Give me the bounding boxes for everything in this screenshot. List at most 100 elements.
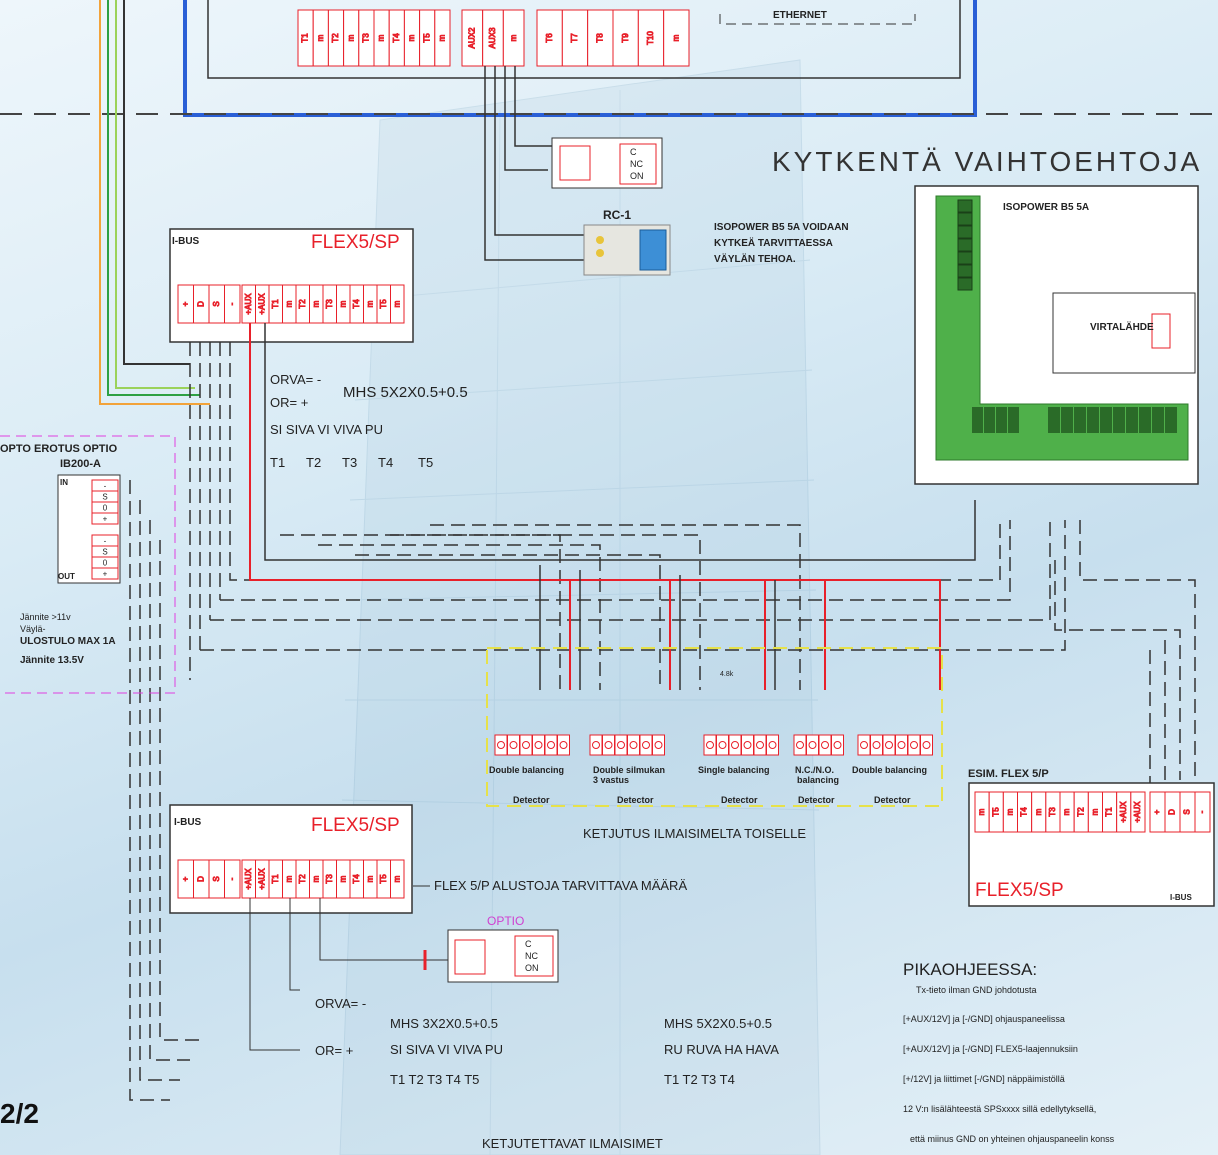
flex-top-term-label: +AUX <box>257 293 266 315</box>
flex-top-term-label: m <box>365 300 374 307</box>
detector-screw <box>592 741 600 749</box>
esim-term-label: T2 <box>1076 807 1085 817</box>
top-term-left-label: T3 <box>362 33 371 43</box>
cable-top-tag-2: T2 <box>306 455 322 470</box>
opto-frame <box>0 435 176 694</box>
resistor-label: 4.8k <box>720 671 734 678</box>
relay-term-label: ON <box>630 171 644 181</box>
cable-top-or: OR= + <box>270 395 309 410</box>
flex-top-term-label: T4 <box>352 299 361 309</box>
cable-bottom-spec2: MHS 5X2X0.5+0.5 <box>664 1016 773 1031</box>
flex-bottom-term-label: +AUX <box>257 868 266 890</box>
detector-screw <box>885 741 893 749</box>
red-power-wire <box>249 323 941 690</box>
flex-bottom-bus-label: - <box>227 877 236 880</box>
flex-top-bus-label: I-BUS <box>172 236 200 247</box>
black-signal-wires <box>264 323 976 690</box>
iso-term-bottom-right <box>1139 407 1151 433</box>
esim-bus-label: + <box>1153 809 1162 814</box>
flex-top-term-label: m <box>284 300 293 307</box>
top-term-left-label: m <box>438 34 447 41</box>
pikaohje-line-1: Tx-tieto ilman GND johdotusta <box>916 985 1037 995</box>
esim-term-cell <box>1130 791 1146 833</box>
top-term-right-cell <box>536 9 563 67</box>
relay-term-label: ON <box>525 963 539 973</box>
opto-note-4: Jännite 13.5V <box>20 655 84 666</box>
detector-screw <box>872 741 881 749</box>
cable-bottom-colors1: SI SIVA VI VIVA PU <box>390 1042 503 1057</box>
detector-screw <box>821 741 829 749</box>
det-1-label: Double balancing <box>489 765 565 775</box>
esim-bus-label: I-BUS <box>1170 893 1192 902</box>
isopower-title: ISOPOWER B5 5A <box>1003 202 1090 213</box>
iso-term-left <box>957 199 973 213</box>
esim-term-label: T3 <box>1048 807 1057 817</box>
pikaohje-title: PIKAOHJEESSA: <box>903 960 1038 979</box>
detector-terminal <box>895 734 908 756</box>
flex-bottom-bus-label: I-BUS <box>174 817 202 828</box>
flex-bottom-term-label: m <box>311 875 320 882</box>
ethernet-label: ETHERNET <box>773 10 827 21</box>
detector-screw <box>922 741 931 749</box>
top-term-left-label: m <box>316 34 325 41</box>
page-number: 2/2 <box>0 1098 39 1129</box>
flex-bottom-term-label: m <box>284 875 293 882</box>
flex-top-name: FLEX5/SP <box>308 232 403 254</box>
flex-top-term-label: +AUX <box>244 293 253 315</box>
detector-terminal <box>818 734 832 756</box>
section-title: KYTKENTÄ VAIHTOEHTOJA <box>772 146 1203 177</box>
detector-screw <box>808 741 817 749</box>
top-term-aux-label: AUX3 <box>488 27 497 48</box>
esim-term-label: m <box>1034 808 1043 815</box>
top-term-right-cell <box>637 9 665 67</box>
detector-screw <box>654 741 663 749</box>
esim-term-label: T5 <box>991 807 1000 817</box>
detector-terminal <box>831 734 844 756</box>
flex-top-term-label: m <box>311 300 320 307</box>
opto-in: IN <box>60 478 68 487</box>
detector-terminal <box>793 734 807 756</box>
flex-top-term-label: T3 <box>325 299 334 309</box>
detector-terminal <box>519 734 533 756</box>
relay-bottom-title: OPTIO <box>487 914 525 928</box>
iso-term-bottom-right <box>1165 407 1177 433</box>
flex-top-bus-label: S <box>212 301 221 306</box>
flex-bottom-term-label: T3 <box>325 874 334 884</box>
esim-name: FLEX5/SP <box>972 880 1067 902</box>
bus-wires <box>99 0 210 405</box>
opto-note-3: ULOSTULO MAX 1A <box>20 636 116 647</box>
pikaohje-line-2: [+AUX/12V] ja [-/GND] ohjauspaneelissa <box>903 1014 1065 1024</box>
psu-connector <box>1151 313 1171 349</box>
flex-bottom-term-label: m <box>392 875 401 882</box>
detector-screw <box>497 741 505 749</box>
flex-bottom-term-label: T4 <box>352 874 361 884</box>
top-term-left-label: T5 <box>422 33 431 43</box>
detector-terminal <box>544 734 558 756</box>
relay-top-pm <box>559 145 591 181</box>
iso-term-left <box>957 212 973 226</box>
detector-terminal <box>766 734 779 756</box>
detector-screw <box>833 741 842 749</box>
detector-screw <box>706 741 714 749</box>
opto-term-label: 0 <box>103 504 108 513</box>
cable-bottom-spec1: MHS 3X2X0.5+0.5 <box>390 1016 499 1031</box>
iso-term-bottom <box>1008 407 1019 433</box>
top-term-left-cell <box>434 9 451 67</box>
virtalahde-label: VIRTALÄHDE <box>1090 322 1154 333</box>
detector-terminal <box>741 734 754 756</box>
isopower-note-3: VÄYLÄN TEHOA. <box>714 254 796 265</box>
flex-top-term-label: T5 <box>379 299 388 309</box>
flex-bottom-term-cell <box>390 859 405 899</box>
detector-screw <box>522 741 530 749</box>
flex-top-term-label: m <box>392 300 401 307</box>
opto-model: IB200-A <box>60 458 101 470</box>
bottom-wire-1 <box>249 898 300 1051</box>
flex-top-bus-label: - <box>227 302 236 305</box>
relay-top-terms <box>619 143 657 185</box>
flex-top-term-cell <box>390 284 405 324</box>
esim-term-label: +AUX <box>1119 801 1128 823</box>
iso-term-left <box>957 225 973 239</box>
top-term-right-label: T8 <box>595 33 604 43</box>
opto-term-label: - <box>104 482 107 491</box>
